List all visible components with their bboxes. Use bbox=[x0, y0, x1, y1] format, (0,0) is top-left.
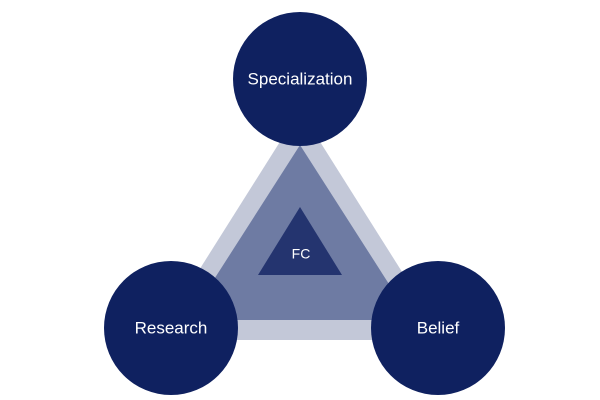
inner-triangle bbox=[258, 207, 342, 275]
node-belief-label: Belief bbox=[417, 318, 460, 337]
node-research-label: Research bbox=[135, 318, 208, 337]
center-label: FC bbox=[292, 246, 311, 262]
node-specialization-label: Specialization bbox=[248, 69, 353, 88]
node-specialization-circle bbox=[233, 12, 367, 146]
node-research-circle bbox=[104, 261, 238, 395]
node-belief-circle bbox=[371, 261, 505, 395]
